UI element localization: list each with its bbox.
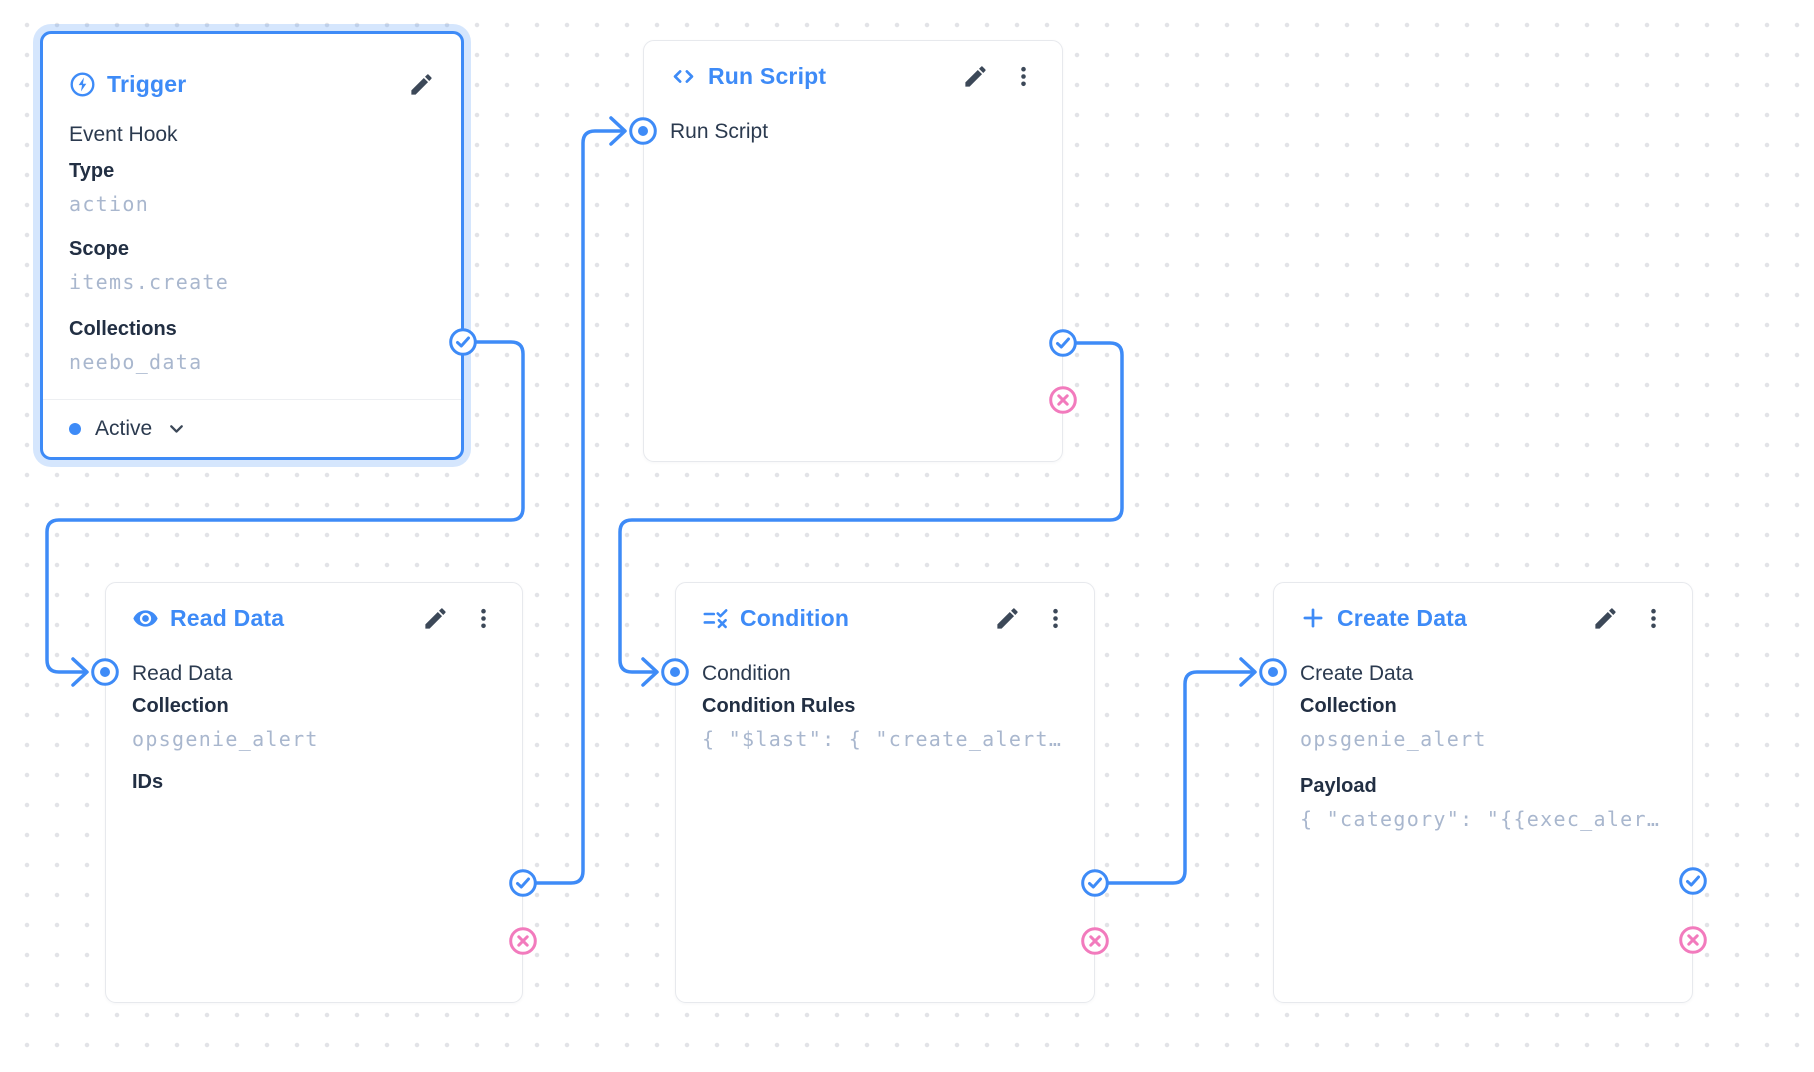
code-icon — [670, 63, 697, 90]
field-value: neebo_data — [69, 350, 203, 374]
node-read-data[interactable]: Read Data Read Data Collection opsgenie_… — [105, 582, 523, 1003]
bolt-circle-icon — [69, 71, 96, 98]
port-resolve-trigger[interactable] — [448, 327, 478, 357]
operation-name: Condition — [702, 662, 791, 685]
field-label: Collections — [69, 318, 177, 340]
kebab-menu-icon[interactable] — [471, 606, 496, 631]
kebab-menu-icon[interactable] — [1011, 64, 1036, 89]
node-create-data[interactable]: Create Data Create Data Collection opsge… — [1273, 582, 1693, 1003]
field-value: { "$last": { "create_alert… — [702, 727, 1063, 751]
edit-icon[interactable] — [962, 63, 989, 90]
node-title: Condition — [740, 604, 850, 631]
port-resolve-run-script[interactable] — [1048, 328, 1078, 358]
field-label: Scope — [69, 238, 130, 260]
node-title: Trigger — [107, 70, 187, 97]
edge-arrowhead — [1239, 657, 1257, 687]
port-input-create-data[interactable] — [1258, 657, 1288, 687]
field-label: Collection — [132, 695, 229, 717]
node-run-script[interactable]: Run Script Run Script — [643, 40, 1063, 462]
node-title: Create Data — [1337, 604, 1468, 631]
field-label: Condition Rules — [702, 695, 856, 717]
port-reject-read-data[interactable] — [508, 926, 538, 956]
field-label: IDs — [132, 771, 164, 793]
field-label: Collection — [1300, 695, 1397, 717]
node-title: Run Script — [708, 62, 827, 89]
port-input-run-script[interactable] — [628, 116, 658, 146]
edit-icon[interactable] — [994, 605, 1021, 632]
status-active-dot — [69, 422, 81, 435]
edit-icon[interactable] — [408, 71, 435, 98]
port-input-condition[interactable] — [660, 657, 690, 687]
field-label: Type — [69, 160, 115, 182]
operation-name: Run Script — [670, 120, 769, 143]
port-resolve-condition[interactable] — [1080, 868, 1110, 898]
port-input-read-data[interactable] — [90, 657, 120, 687]
kebab-menu-icon[interactable] — [1641, 606, 1666, 631]
edge-read-data-to-run-script — [521, 129, 624, 885]
eye-icon — [132, 605, 159, 632]
field-value: items.create — [69, 270, 230, 294]
edit-icon[interactable] — [1592, 605, 1619, 632]
edge-arrowhead — [71, 657, 89, 687]
port-resolve-create-data[interactable] — [1678, 866, 1708, 896]
field-label: Payload — [1300, 775, 1377, 797]
field-value: opsgenie_alert — [132, 727, 319, 751]
field-value: action — [69, 192, 150, 216]
edit-icon[interactable] — [422, 605, 449, 632]
operation-name: Read Data — [132, 662, 233, 685]
chevron-down-icon — [166, 418, 187, 439]
node-trigger[interactable]: Trigger Event Hook Type action Scope ite… — [40, 31, 464, 460]
port-reject-create-data[interactable] — [1678, 925, 1708, 955]
edge-trigger-to-read-data — [45, 340, 525, 674]
trigger-status-dropdown[interactable]: Active — [43, 399, 461, 457]
node-title: Read Data — [170, 604, 285, 631]
field-value: opsgenie_alert — [1300, 727, 1487, 751]
operation-name: Create Data — [1300, 662, 1414, 685]
port-resolve-read-data[interactable] — [508, 868, 538, 898]
status-label: Active — [95, 416, 153, 440]
edge-condition-to-create-data — [1093, 670, 1254, 885]
port-reject-run-script[interactable] — [1048, 385, 1078, 415]
node-condition[interactable]: Condition Condition Condition Rules { "$… — [675, 582, 1095, 1003]
trigger-type: Event Hook — [69, 123, 178, 146]
kebab-menu-icon[interactable] — [1043, 606, 1068, 631]
port-reject-condition[interactable] — [1080, 926, 1110, 956]
edge-run-script-to-condition — [618, 341, 1124, 674]
rule-icon — [702, 605, 729, 632]
edge-arrowhead — [641, 657, 659, 687]
plus-icon — [1300, 605, 1326, 631]
edge-arrowhead — [609, 116, 627, 146]
field-value: { "category": "{{exec_aler… — [1300, 807, 1661, 831]
